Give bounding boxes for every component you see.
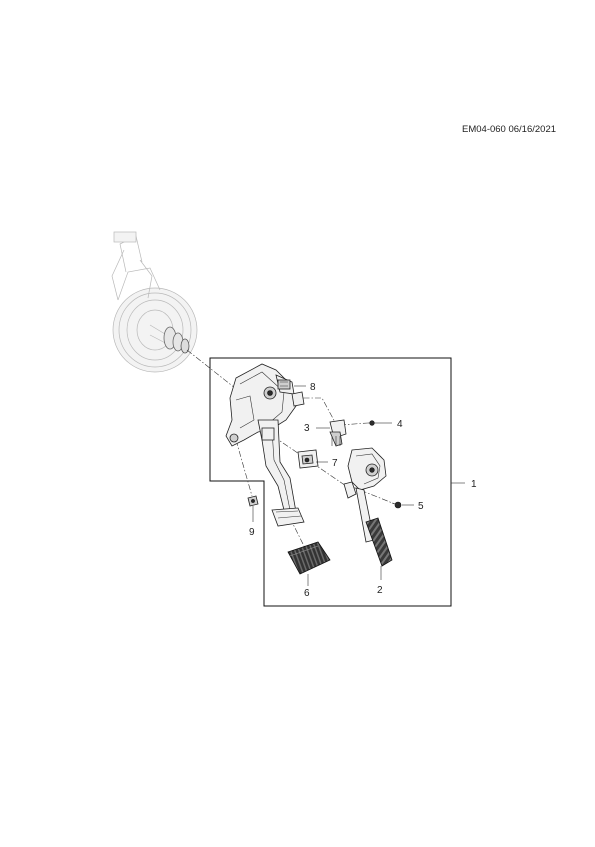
part-3-switch: [329, 419, 347, 447]
callout-7: 7: [332, 458, 338, 469]
part-4-screw: [368, 420, 376, 426]
callout-5: 5: [418, 501, 424, 512]
part-7-switch: [297, 449, 319, 469]
callout-2: 2: [377, 585, 383, 596]
document-id: EM04-060 06/16/2021: [462, 124, 557, 135]
brake-pedal-arm: [257, 419, 305, 527]
part-5-bolt: [391, 501, 402, 509]
callout-4: 4: [397, 419, 403, 430]
callout-9: 9: [249, 527, 255, 538]
part-9-nut: [247, 495, 259, 507]
callout-6: 6: [304, 588, 310, 599]
callout-1: 1: [471, 479, 477, 490]
callout-labels: 1 2 3 4 5 6 7 8 9: [249, 382, 477, 599]
brake-booster-ghost: [111, 231, 198, 373]
assembly-frame: [209, 357, 452, 607]
part-2-accelerator-pad: [365, 517, 393, 567]
part-8-clip: [277, 379, 291, 390]
part-6-brake-pad: [287, 541, 331, 575]
callout-8: 8: [310, 382, 316, 393]
callout-3: 3: [304, 423, 310, 434]
booster-pushrod-boot: [149, 324, 190, 354]
leader-lines: [252, 385, 465, 586]
